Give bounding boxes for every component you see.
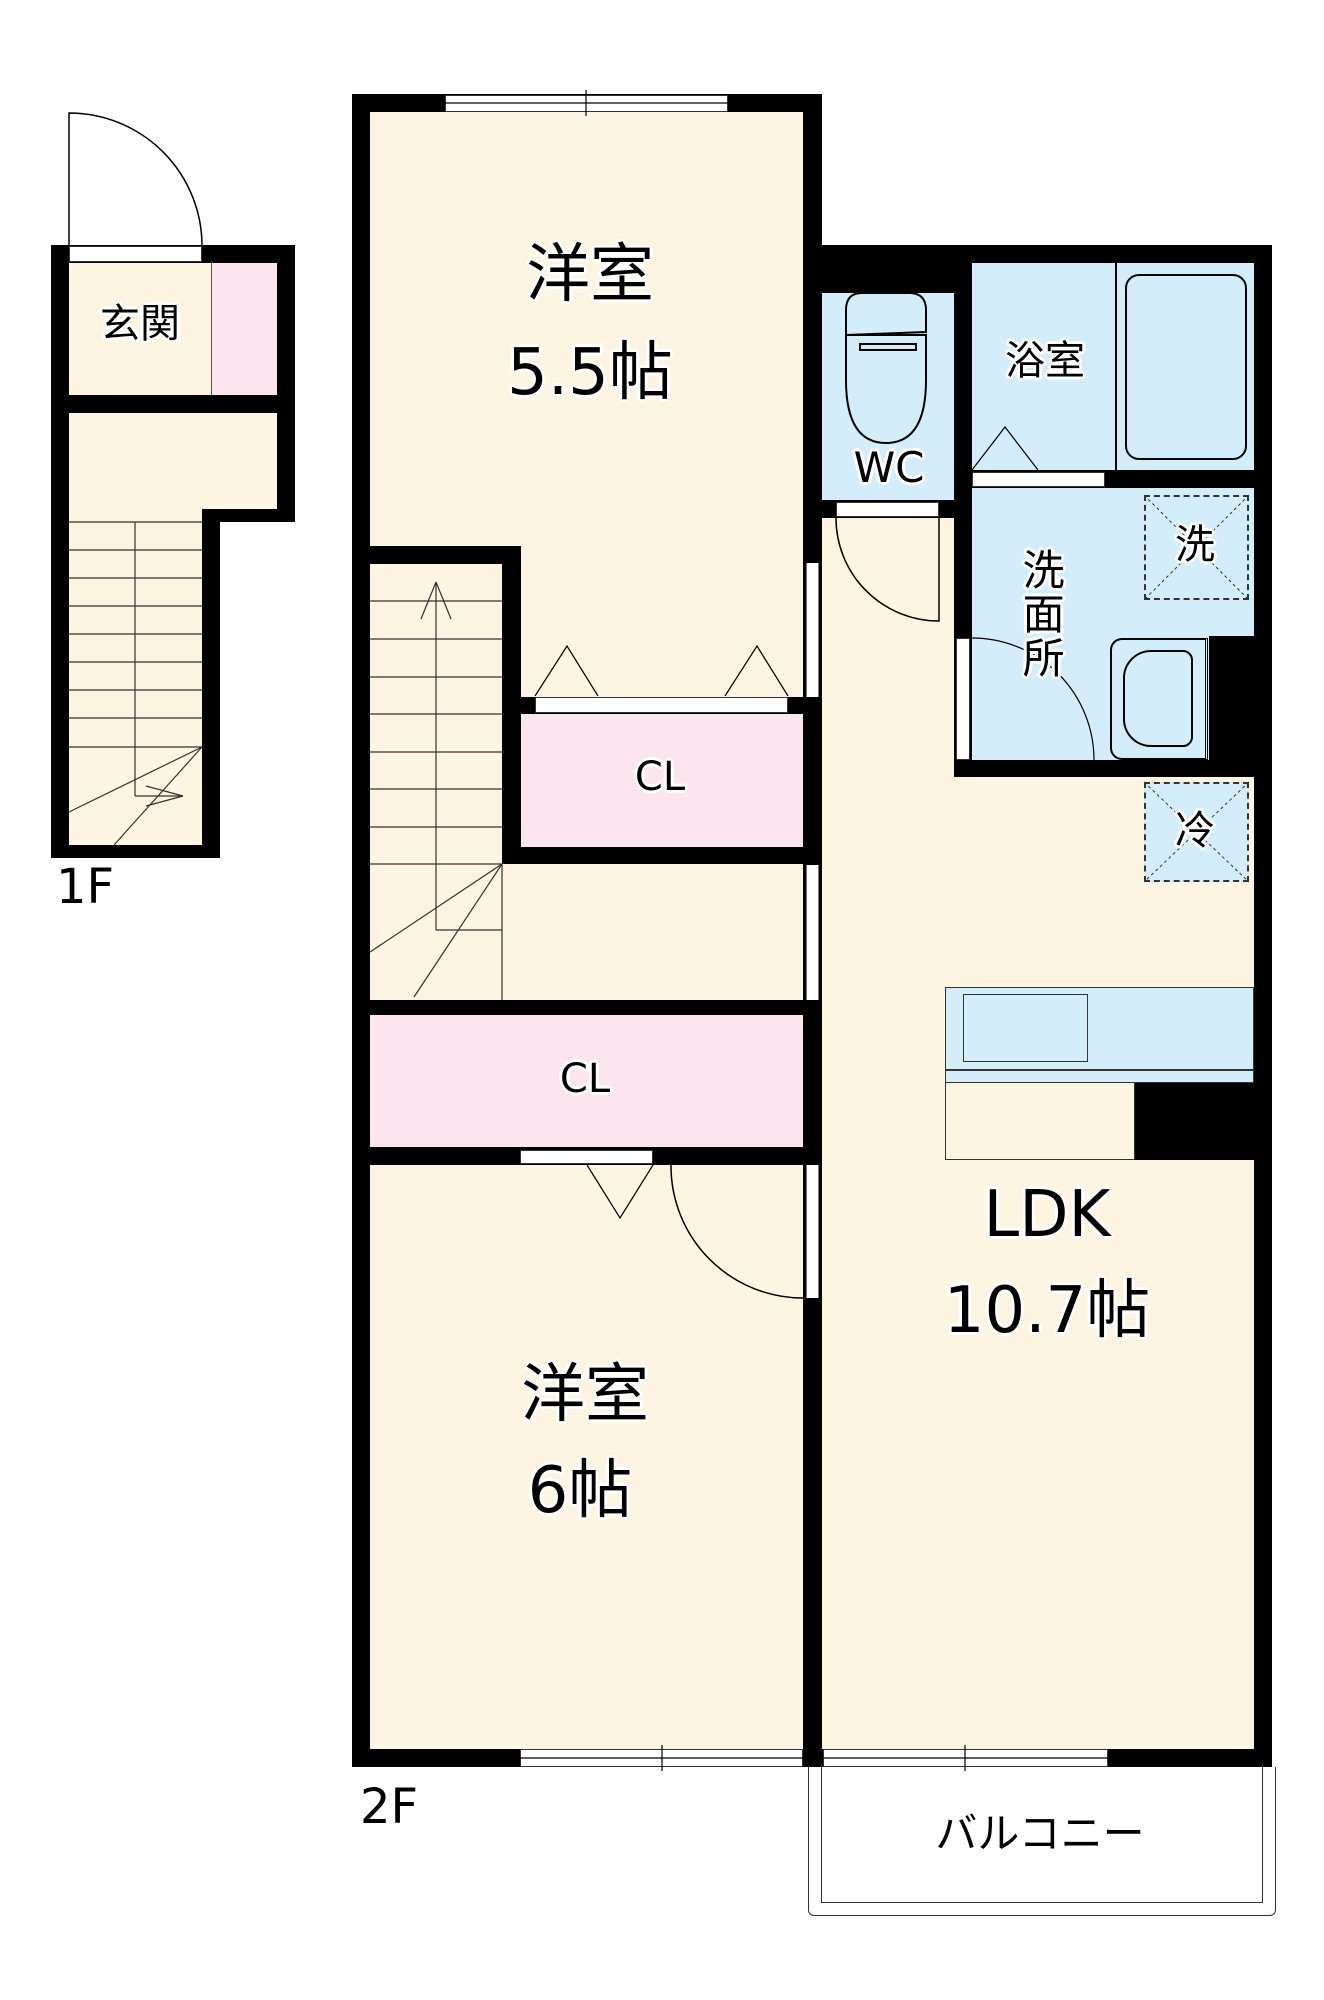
washroom-label: 洗面所 xyxy=(1016,548,1066,680)
2f-stairs-icon xyxy=(369,581,503,1000)
washroom-corner-block xyxy=(1209,636,1272,760)
wc-floor xyxy=(822,293,954,500)
western-room-2-label: 洋室 xyxy=(521,1358,649,1432)
genkan-label: 玄関 xyxy=(100,301,180,347)
closet-2-door xyxy=(520,1150,653,1164)
kitchen-counter xyxy=(945,987,1254,1083)
closet-2-floor xyxy=(370,1015,803,1147)
fridge-label: 冷 xyxy=(1175,808,1215,854)
genkan-floor xyxy=(69,263,211,395)
balcony xyxy=(808,1767,1276,1916)
washroom-door-swing-icon xyxy=(971,637,1095,761)
counter-edge xyxy=(945,1069,1254,1071)
western-room-2-floor xyxy=(370,1165,803,1749)
bathroom-label: 浴室 xyxy=(1005,338,1085,384)
western-room-1-floor-lower xyxy=(521,540,803,697)
bathroom-floor xyxy=(972,263,1254,470)
balcony-inner-rail xyxy=(821,1767,1263,1903)
sink-basin-icon xyxy=(1123,650,1193,747)
wc-door-swing-icon xyxy=(835,517,940,622)
bathtub-divider xyxy=(1115,263,1117,470)
washer-label: 洗 xyxy=(1175,522,1215,568)
wc-door xyxy=(836,502,939,517)
room-2-door-opening xyxy=(806,1165,819,1298)
western-room-1-size: 5.5帖 xyxy=(507,336,673,410)
sliding-door-lower xyxy=(806,865,819,1000)
vanity-sink-icon xyxy=(1110,638,1208,760)
closet-2-label: CL xyxy=(559,1056,611,1102)
1f-hall-floor xyxy=(69,413,277,509)
ldk-label: LDK xyxy=(983,1178,1111,1252)
western-room-2-size: 6帖 xyxy=(527,1454,633,1528)
shoe-closet xyxy=(211,263,277,395)
floor-label-2f: 2F xyxy=(360,1779,419,1835)
toilet-icon xyxy=(845,292,927,445)
1f-stairs-icon xyxy=(68,521,203,846)
wc-label: WC xyxy=(853,443,925,492)
kitchen-wall-block xyxy=(1135,1083,1254,1160)
washroom-door-opening xyxy=(956,638,970,760)
washer-space xyxy=(1144,495,1249,600)
bathroom-door xyxy=(972,472,1105,487)
kitchen-sink-icon xyxy=(963,994,1088,1062)
room-2-door-swing-icon xyxy=(670,1164,804,1299)
floor-label-1f: 1F xyxy=(56,859,115,915)
closet-1-label: CL xyxy=(634,754,686,800)
closet-1-floor xyxy=(521,714,803,847)
sliding-door-upper xyxy=(806,563,819,697)
counter-base xyxy=(945,1083,1135,1160)
bathtub-icon xyxy=(1125,274,1247,460)
2f-hall-floor xyxy=(502,864,803,1000)
closet-1-door xyxy=(535,697,788,713)
entrance-door-swing-icon xyxy=(68,112,203,247)
balcony-label: バルコニー xyxy=(935,1809,1145,1858)
entrance-door-opening xyxy=(69,246,202,262)
ldk-size-label: 10.7帖 xyxy=(943,1274,1151,1348)
western-room-1-floor xyxy=(370,112,803,546)
western-room-1-label: 洋室 xyxy=(526,238,654,312)
wc-left-wall xyxy=(803,245,822,563)
